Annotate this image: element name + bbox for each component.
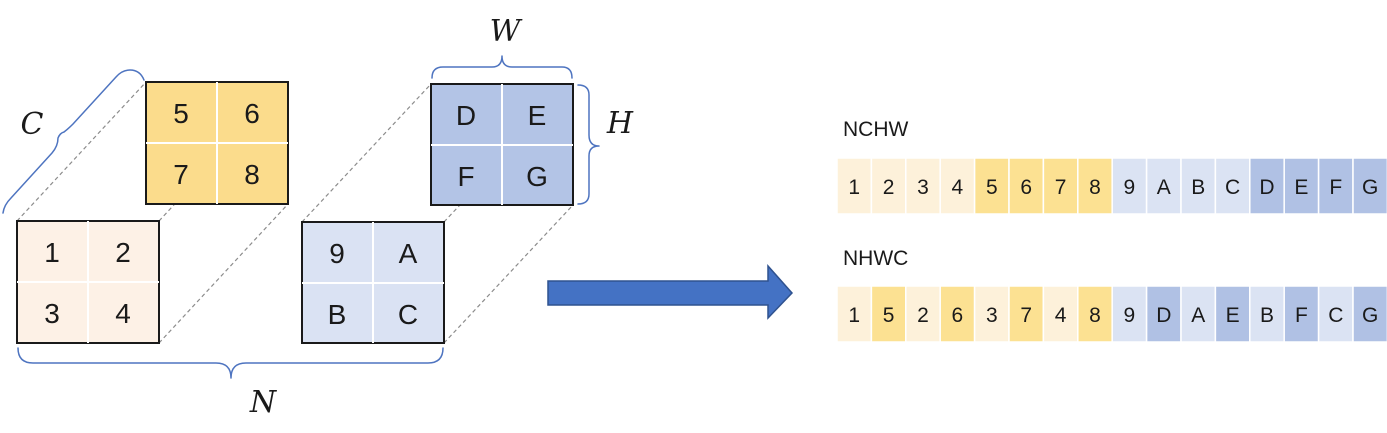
tensor-cell: 6 — [244, 98, 260, 129]
strip-cell-label: C — [1225, 176, 1240, 199]
axis-label-h: H — [606, 106, 634, 141]
strip-cell-label: E — [1294, 176, 1308, 199]
layout-label-nchw: NCHW — [843, 118, 908, 141]
h-brace — [577, 84, 600, 205]
strip-cell-label: 9 — [1124, 176, 1136, 199]
strip-cell-label: 4 — [952, 176, 964, 199]
batch1-channel1-grid: D E F G — [430, 83, 574, 206]
strip-cell — [836, 285, 873, 343]
strip-cell-label: B — [1260, 304, 1274, 327]
batch0-channel1-grid: 5 6 7 8 — [145, 81, 289, 205]
strip-cell — [1008, 157, 1045, 215]
tensor-cell: B — [328, 299, 347, 330]
strip-cell-label: 8 — [1089, 304, 1101, 327]
strip-cell — [939, 157, 976, 215]
strip-cell — [870, 285, 907, 343]
right-arrow-icon — [547, 264, 794, 320]
axis-label-w: W — [490, 14, 523, 49]
strip-cell-label: 7 — [1055, 176, 1067, 199]
strip-cell-label: F — [1295, 304, 1308, 327]
tensor-cell: E — [528, 100, 547, 131]
tensor-cell: 8 — [244, 159, 260, 190]
strip-cell-label: 6 — [952, 304, 964, 327]
tensor-cell: C — [398, 299, 418, 330]
w-brace — [431, 55, 573, 79]
depth-line — [16, 81, 147, 222]
axis-label-c: C — [21, 107, 44, 142]
strip-cell — [1145, 285, 1182, 343]
strip-cell-label: 6 — [1020, 176, 1032, 199]
strip-cell — [1180, 157, 1217, 215]
batch1-channel0-grid: 9 A B C — [301, 221, 445, 344]
tensor-cell: 2 — [115, 237, 131, 268]
tensor-cell: 5 — [173, 98, 189, 129]
strip-cell — [905, 157, 941, 215]
strip-cell — [1249, 157, 1285, 215]
strip-cell-label: C — [1328, 304, 1343, 327]
axis-label-n: N — [249, 385, 278, 420]
strip-cell — [1077, 157, 1113, 215]
strip-cell — [1008, 285, 1045, 343]
n-brace — [17, 347, 444, 379]
strip-cell-label: G — [1362, 304, 1378, 327]
tensor-cell: 7 — [173, 159, 189, 190]
strip-cell — [1214, 157, 1251, 215]
strip-cell — [1042, 157, 1079, 215]
strip-cell-label: 8 — [1089, 176, 1101, 199]
strip-cell — [1042, 285, 1079, 343]
depth-line — [158, 203, 289, 344]
strip-cell-label: 1 — [848, 304, 860, 327]
tensor-cell: 3 — [44, 298, 60, 329]
strip-cell-label: B — [1191, 176, 1205, 199]
strip-cell — [1283, 285, 1320, 343]
strip-cell-label: 2 — [917, 304, 929, 327]
strip-cell-label: 1 — [848, 176, 860, 199]
strip-cell-label: D — [1259, 176, 1274, 199]
strip-cell-label: E — [1226, 304, 1240, 327]
tensor-cell: D — [456, 100, 476, 131]
strip-cell-label: A — [1157, 176, 1171, 199]
strip-cell-label: A — [1191, 304, 1205, 327]
strip-cell — [1249, 285, 1285, 343]
strip-cell-label: D — [1156, 304, 1171, 327]
strip-cell — [1145, 157, 1182, 215]
depth-line — [301, 83, 432, 223]
strip-cell-label: 5 — [883, 304, 895, 327]
strip-cell — [1214, 285, 1251, 343]
tensor-cell: G — [526, 161, 548, 192]
tensor-cell: 9 — [329, 238, 345, 269]
tensor-cell: A — [399, 238, 418, 269]
c-brace — [2, 69, 145, 214]
strip-cell-label: G — [1362, 176, 1378, 199]
batch0-channel0-grid: 1 2 3 4 — [16, 220, 160, 344]
strip-cell — [1077, 285, 1113, 343]
layout-label-nhwc: NHWC — [843, 247, 908, 270]
strip-cell — [1352, 157, 1387, 215]
strip-cell — [1283, 157, 1320, 215]
tensor-cell: 1 — [44, 237, 60, 268]
strip-cell-label: F — [1329, 176, 1342, 199]
strip-cell-label: 7 — [1020, 304, 1032, 327]
strip-cell-label: 2 — [883, 176, 895, 199]
strip-cell — [1111, 157, 1148, 215]
strip-cell-label: 5 — [986, 176, 998, 199]
strip-cell — [1352, 285, 1387, 343]
depth-line — [443, 204, 574, 344]
tensor-cell: F — [457, 161, 474, 192]
strip-cell-label: 3 — [986, 304, 998, 327]
strip-cell — [939, 285, 976, 343]
strip-cell-label: 4 — [1055, 304, 1067, 327]
strip-cell — [870, 157, 907, 215]
strip-cell-label: 3 — [917, 176, 929, 199]
strip-cell-label: 9 — [1124, 304, 1136, 327]
tensor-cell: 4 — [115, 298, 131, 329]
